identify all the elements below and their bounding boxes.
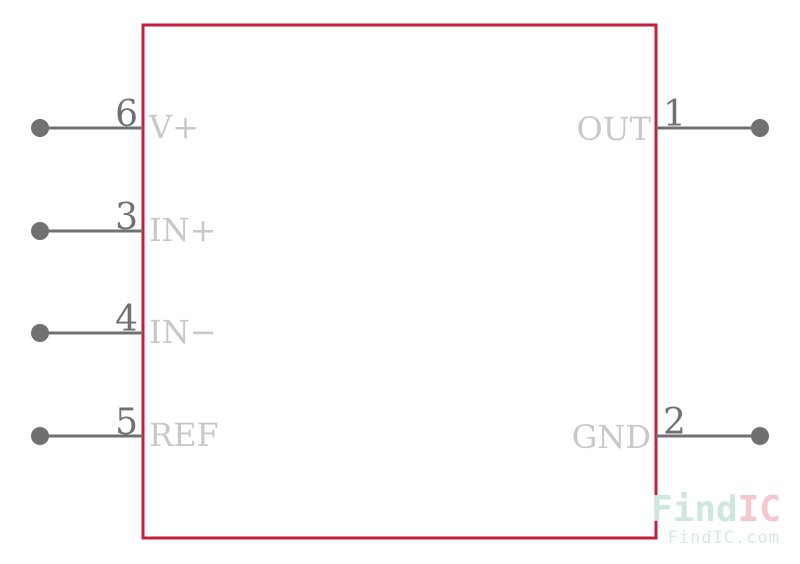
pin-2-name: GND <box>572 418 651 456</box>
pin-5-number: 5 <box>115 402 138 443</box>
pin-1-name: OUT <box>576 110 651 148</box>
pin-3-number: 3 <box>115 197 138 238</box>
pin-6-name: V+ <box>148 108 199 146</box>
pin-4: 4 IN− <box>31 299 216 351</box>
pin-1-endpoint <box>751 119 769 137</box>
component-body <box>141 23 658 540</box>
findic-watermark: FindIC FindIC.com <box>651 489 781 548</box>
pin-3-endpoint <box>31 222 49 240</box>
pin-1-number: 1 <box>663 94 686 135</box>
pin-2: 2 GND <box>572 402 769 456</box>
pin-5: 5 REF <box>31 402 219 454</box>
pin-5-name: REF <box>149 416 219 454</box>
pin-6: 6 V+ <box>31 94 199 146</box>
pin-4-name: IN− <box>149 313 216 351</box>
pin-2-number: 2 <box>663 402 686 443</box>
pin-4-number: 4 <box>115 299 138 340</box>
pin-2-endpoint <box>751 427 769 445</box>
pin-6-endpoint <box>31 119 49 137</box>
pin-5-endpoint <box>31 427 49 445</box>
pin-1: 1 OUT <box>576 94 769 148</box>
watermark-brand: FindIC <box>651 489 781 530</box>
pin-4-endpoint <box>31 324 49 342</box>
pin-6-number: 6 <box>115 94 138 135</box>
watermark-brand-suffix: IC <box>738 489 781 530</box>
watermark-url: FindIC.com <box>668 528 780 548</box>
pin-3: 3 IN+ <box>31 197 216 249</box>
watermark-brand-prefix: Find <box>651 489 738 530</box>
pin-3-name: IN+ <box>149 211 216 249</box>
